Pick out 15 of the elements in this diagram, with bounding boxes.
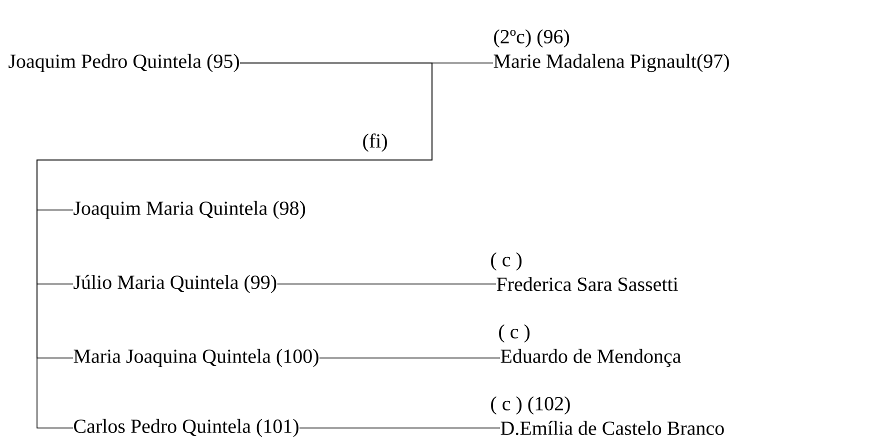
person-name: Maria Joaquina Quintela (100) [74, 348, 318, 368]
person-name: Marie Madalena Pignault(97) [494, 54, 729, 72]
person-name: Júlio Maria Quintela (99) [74, 274, 276, 294]
person-name: D.Emília de Castelo Branco [500, 420, 724, 436]
family-line [36, 62, 432, 428]
person-name: Frederica Sara Sassetti [496, 276, 678, 292]
relation-label: (fi) [363, 133, 387, 152]
person-name: Joaquim Pedro Quintela (95) [8, 54, 239, 72]
marriage-note: ( c ) [491, 252, 522, 271]
marriage-note: ( c ) [499, 324, 530, 343]
marriage-note: (2ºc) (96) [494, 29, 570, 48]
person-name: Joaquim Maria Quintela (98) [74, 200, 306, 220]
person-name: Carlos Pedro Quintela (101) [74, 418, 298, 438]
marriage-note: ( c ) (102) [491, 396, 570, 414]
person-name: Eduardo de Mendonça [500, 348, 681, 368]
